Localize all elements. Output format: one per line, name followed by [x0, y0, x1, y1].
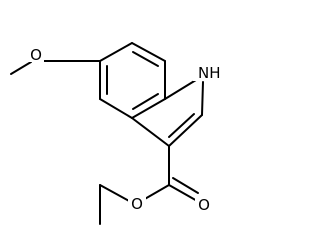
methoxy-oxygen-label: O: [30, 46, 42, 64]
bond-c6-c7-inner: [132, 51, 159, 67]
nh-n: N: [198, 64, 209, 82]
bond-n1-c2: [201, 81, 204, 116]
label-mask: [128, 193, 146, 213]
label-mask: [28, 44, 44, 62]
bond-c2-c3-inner: [168, 113, 195, 138]
bond-c3-c3a: [131, 117, 170, 147]
bond-c2-c3: [168, 114, 203, 147]
bond-c7a-c3a: [131, 98, 166, 119]
bond-o-ch3: [10, 61, 32, 75]
label-mask: [193, 57, 237, 81]
bond-carbonyl-double-a: [168, 184, 200, 203]
carbonyl-oxygen-label: O: [198, 196, 210, 214]
bond-c7a-n1: [164, 79, 197, 100]
bonds: [10, 42, 204, 225]
bond-carbonyl-o: [142, 184, 170, 201]
label-mask: [195, 194, 213, 214]
ester-oxygen-label: O: [131, 195, 143, 213]
bond-c5-c6: [99, 42, 133, 62]
structure-canvas: O NH O O: [10, 42, 237, 225]
bond-c6-c7: [131, 42, 166, 62]
atom-labels: O NH O O: [28, 44, 237, 214]
bond-c7a-c3a-inner: [132, 93, 159, 110]
bond-c3a-c4: [99, 98, 133, 119]
bond-o-methyl: [99, 184, 132, 203]
nh-h: H: [209, 64, 220, 82]
bond-carbonyl-double-b: [172, 177, 199, 194]
nh-label: NH: [198, 64, 221, 82]
molecule-diagram: O NH O O: [10, 42, 237, 225]
